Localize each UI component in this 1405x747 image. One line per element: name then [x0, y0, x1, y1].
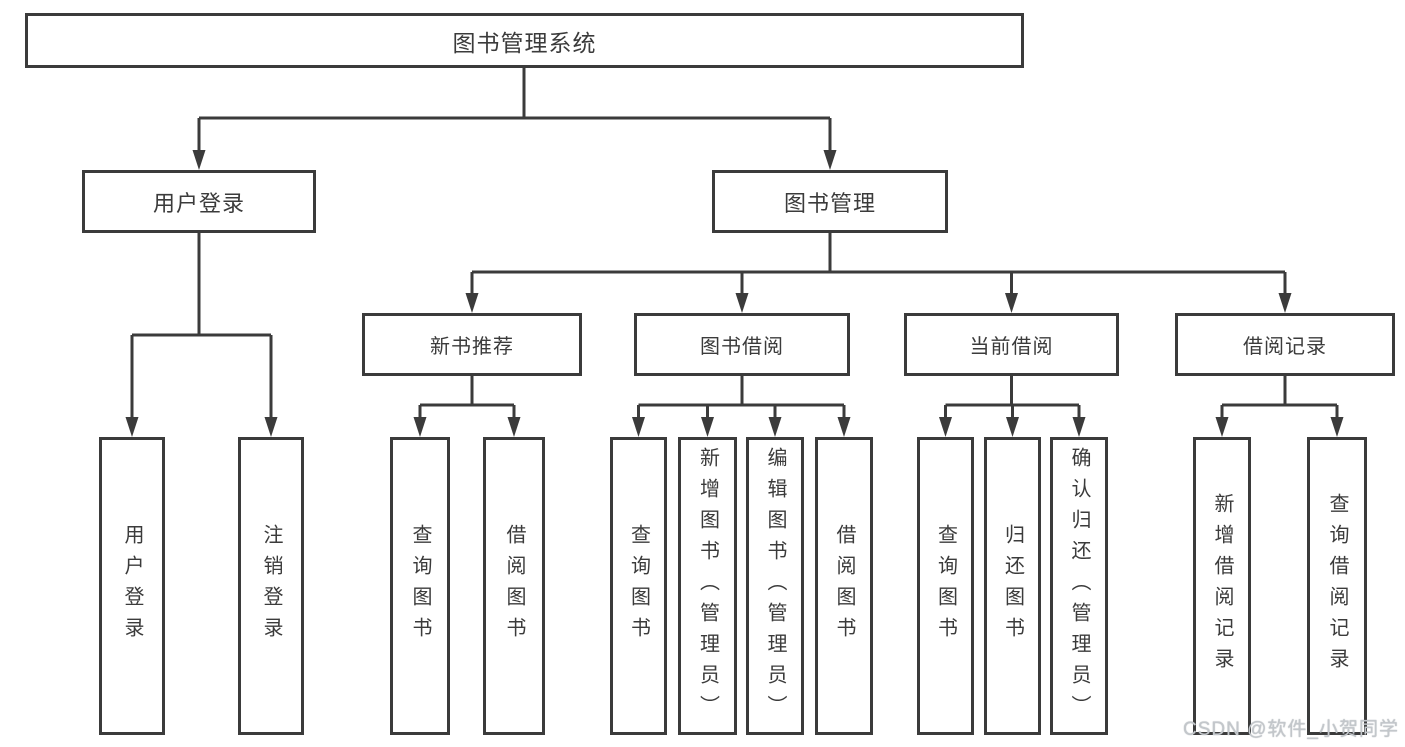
node-leaf-edit-book-admin: 编辑图书（管理员）: [746, 437, 804, 735]
node-leaf-query-book-rec: 查询图书: [390, 437, 450, 735]
node-leaf-add-book-admin: 新增图书（管理员）: [678, 437, 737, 735]
node-label: 当前借阅: [969, 336, 1054, 358]
node-leaf-user-login: 用户登录: [99, 437, 165, 735]
csdn-watermark: CSDN @软件_小贺同学: [1183, 719, 1399, 740]
node-book-borrowing: 图书借阅: [634, 313, 850, 376]
node-label: 查询图书: [627, 524, 650, 648]
node-label: 查询图书: [409, 524, 431, 648]
node-label: 借阅图书: [503, 524, 525, 648]
node-label: 借阅记录: [1243, 336, 1327, 358]
node-leaf-query-book-bb: 查询图书: [610, 437, 667, 735]
node-leaf-return-book: 归还图书: [984, 437, 1041, 735]
node-leaf-logout: 注销登录: [238, 437, 304, 735]
node-label: 编辑图书（管理员）: [764, 446, 786, 726]
node-label: 用户登录: [121, 524, 143, 648]
node-label: 归还图书: [1001, 524, 1024, 648]
node-label: 借阅图书: [833, 524, 855, 648]
node-leaf-borrow-book-bb: 借阅图书: [815, 437, 873, 735]
node-current-borrowing: 当前借阅: [904, 313, 1119, 376]
node-label: 新增图书（管理员）: [696, 446, 719, 726]
node-label: 查询借阅记录: [1326, 493, 1348, 679]
node-leaf-confirm-return-admin: 确认归还（管理员）: [1050, 437, 1108, 735]
node-user-login: 用户登录: [82, 170, 316, 233]
node-leaf-borrow-book-rec: 借阅图书: [483, 437, 545, 735]
arrowhead-icons: [125, 150, 1344, 437]
node-label: 查询图书: [934, 524, 957, 648]
node-leaf-query-book-cb: 查询图书: [917, 437, 974, 735]
node-label: 用户登录: [152, 190, 245, 216]
node-label: 注销登录: [260, 524, 282, 648]
node-label: 确认归还（管理员）: [1068, 446, 1090, 726]
node-label: 图书管理系统: [452, 29, 597, 56]
node-book-management: 图书管理: [712, 170, 948, 233]
node-label: 图书借阅: [700, 336, 784, 358]
node-leaf-add-borrow-record: 新增借阅记录: [1193, 437, 1251, 735]
node-library-management-system: 图书管理系统: [25, 13, 1024, 68]
node-borrowing-records: 借阅记录: [1175, 313, 1395, 376]
node-label: 图书管理: [783, 190, 876, 216]
node-new-book-recommendation: 新书推荐: [362, 313, 582, 376]
node-label: 新书推荐: [430, 336, 514, 358]
node-label: 新增借阅记录: [1211, 493, 1233, 679]
node-leaf-query-borrow-record: 查询借阅记录: [1307, 437, 1367, 735]
